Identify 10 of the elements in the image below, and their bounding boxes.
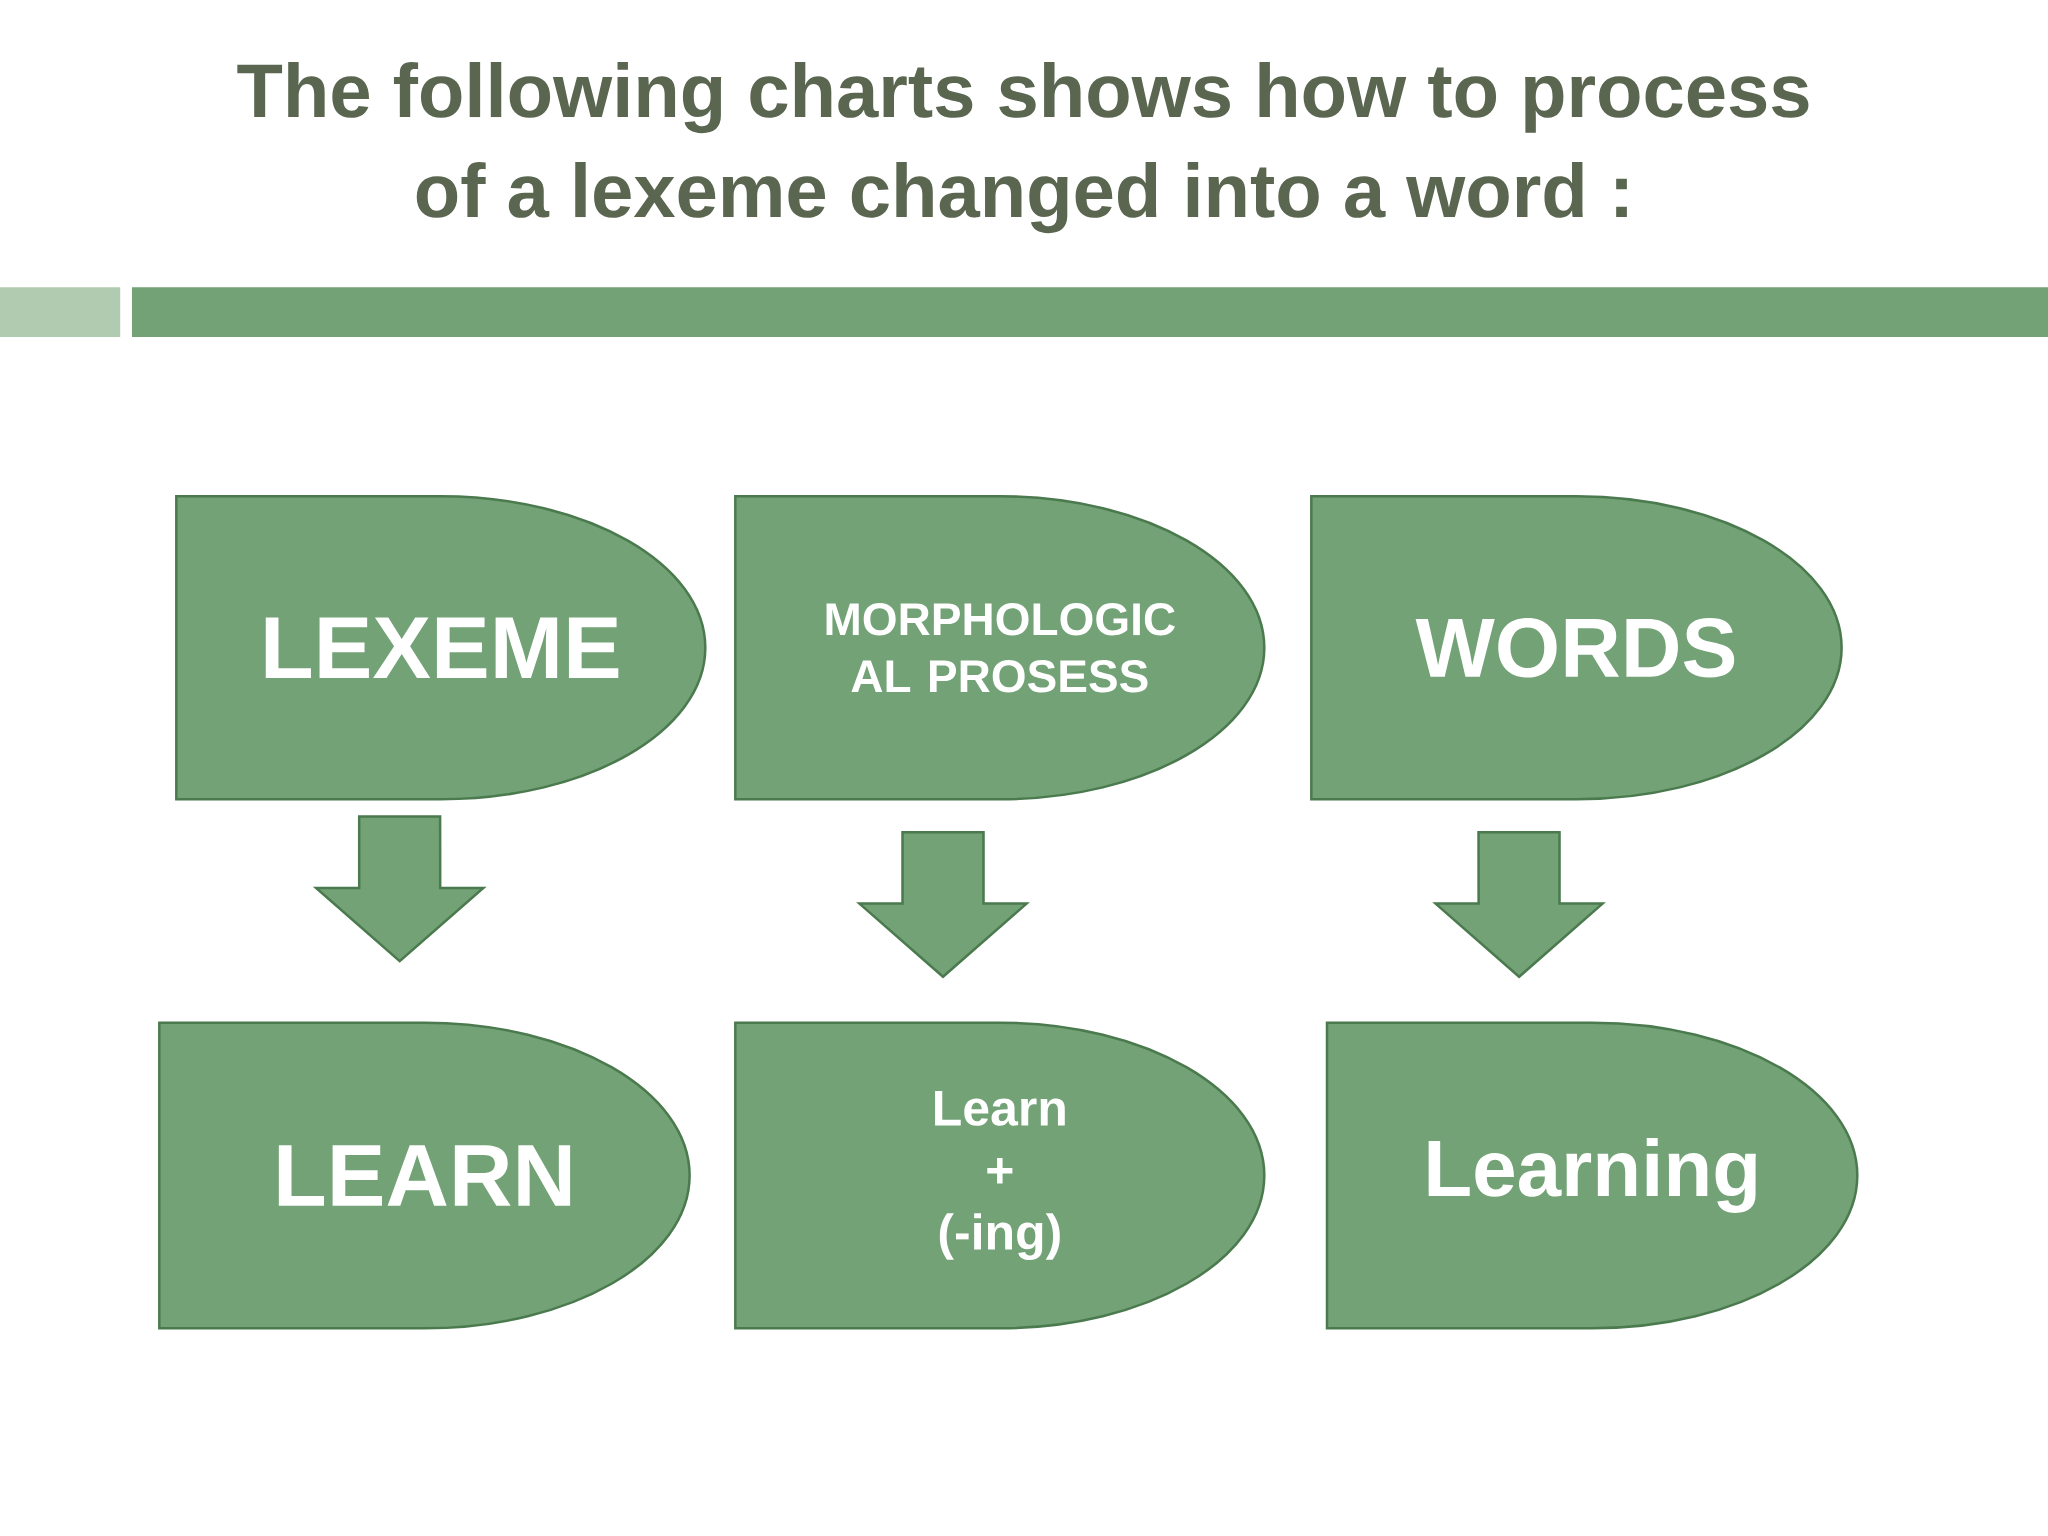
process-box: LEXEME — [175, 495, 707, 801]
process-box: WORDS — [1310, 495, 1843, 801]
process-box: MORPHOLOGIC AL PROSESS — [734, 495, 1266, 801]
block-arrow — [1432, 830, 1606, 979]
process-box: LEARN — [158, 1021, 691, 1330]
process-box: Learning — [1325, 1021, 1859, 1330]
process-box: Learn + (-ing) — [734, 1021, 1266, 1330]
title: The following charts shows how to process of a lexeme changed into a word : — [237, 62, 1809, 234]
block-arrow — [856, 830, 1030, 979]
block-arrow — [312, 815, 487, 963]
